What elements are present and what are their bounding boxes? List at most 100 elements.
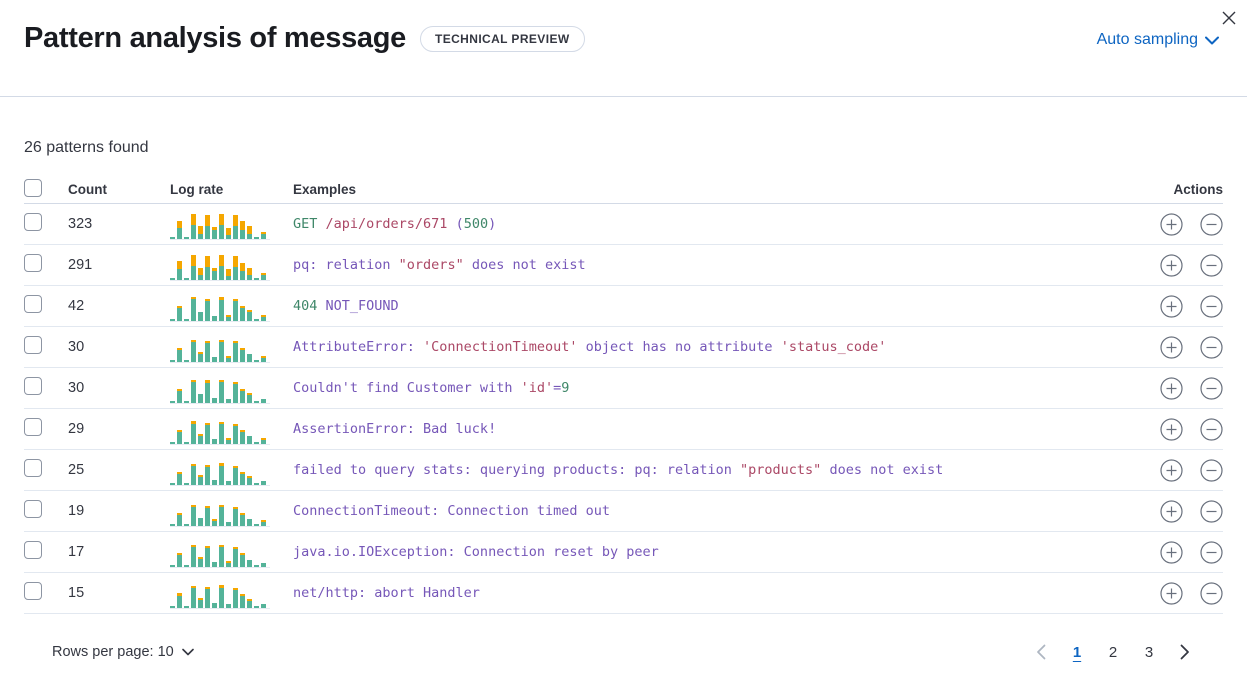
column-header-count: Count	[68, 181, 107, 197]
filter-out-pattern-button[interactable]	[1199, 253, 1223, 277]
log-rate-chart	[170, 496, 270, 527]
plus-circle-icon	[1159, 294, 1183, 318]
rows-per-page-label: Rows per page: 10	[52, 644, 174, 660]
plus-circle-icon	[1159, 499, 1183, 523]
example-text: pq: relation "orders" does not exist	[293, 257, 586, 273]
table-row: 30 Couldn't find Customer with 'id'=9	[24, 368, 1223, 409]
filter-in-pattern-button[interactable]	[1159, 458, 1183, 482]
filter-out-pattern-button[interactable]	[1199, 212, 1223, 236]
log-rate-chart	[170, 578, 270, 609]
log-rate-chart	[170, 209, 270, 240]
filter-in-pattern-button[interactable]	[1159, 540, 1183, 564]
table-row: 25 failed to query stats: querying produ…	[24, 450, 1223, 491]
rows-per-page-selector[interactable]: Rows per page: 10	[52, 644, 194, 660]
table-row: 30 AttributeError: 'ConnectionTimeout' o…	[24, 327, 1223, 368]
column-header-log-rate: Log rate	[170, 181, 224, 197]
filter-out-pattern-button[interactable]	[1199, 335, 1223, 359]
row-checkbox[interactable]	[24, 335, 42, 354]
row-checkbox[interactable]	[24, 417, 42, 436]
minus-circle-icon	[1199, 335, 1223, 359]
example-text: java.io.IOException: Connection reset by…	[293, 544, 659, 560]
close-icon[interactable]	[1215, 4, 1243, 32]
minus-circle-icon	[1199, 581, 1223, 605]
plus-circle-icon	[1159, 540, 1183, 564]
example-text: 404 NOT_FOUND	[293, 298, 399, 314]
sampling-dropdown[interactable]: Auto sampling	[1097, 31, 1219, 49]
previous-page-button[interactable]	[1027, 638, 1055, 666]
patterns-found-summary: 26 patterns found	[24, 139, 149, 156]
row-checkbox[interactable]	[24, 376, 42, 395]
plus-circle-icon	[1159, 417, 1183, 441]
example-text: Couldn't find Customer with 'id'=9	[293, 380, 570, 396]
flyout-body: 26 patterns found Count Log rate Example…	[0, 139, 1247, 666]
page-title: Pattern analysis of message	[24, 22, 406, 54]
plus-circle-icon	[1159, 581, 1183, 605]
filter-in-pattern-button[interactable]	[1159, 212, 1183, 236]
table-header-row: Count Log rate Examples Actions	[24, 175, 1223, 204]
minus-circle-icon	[1199, 253, 1223, 277]
filter-in-pattern-button[interactable]	[1159, 253, 1183, 277]
row-checkbox[interactable]	[24, 581, 42, 600]
count-value: 291	[68, 257, 93, 273]
next-page-button[interactable]	[1171, 638, 1199, 666]
filter-out-pattern-button[interactable]	[1199, 458, 1223, 482]
filter-out-pattern-button[interactable]	[1199, 499, 1223, 523]
filter-out-pattern-button[interactable]	[1199, 294, 1223, 318]
filter-in-pattern-button[interactable]	[1159, 294, 1183, 318]
filter-in-pattern-button[interactable]	[1159, 335, 1183, 359]
example-text: AttributeError: 'ConnectionTimeout' obje…	[293, 339, 887, 355]
plus-circle-icon	[1159, 376, 1183, 400]
filter-in-pattern-button[interactable]	[1159, 417, 1183, 441]
chevron-right-icon	[1180, 644, 1189, 660]
chevron-left-icon	[1037, 644, 1046, 660]
page-button-1[interactable]: 1	[1063, 638, 1091, 666]
table-row: 29 AssertionError: Bad luck!	[24, 409, 1223, 450]
log-rate-chart	[170, 537, 270, 568]
log-rate-chart	[170, 250, 270, 281]
row-checkbox[interactable]	[24, 458, 42, 477]
minus-circle-icon	[1199, 458, 1223, 482]
filter-in-pattern-button[interactable]	[1159, 581, 1183, 605]
filter-out-pattern-button[interactable]	[1199, 581, 1223, 605]
filter-out-pattern-button[interactable]	[1199, 540, 1223, 564]
page-button-2[interactable]: 2	[1099, 638, 1127, 666]
count-value: 30	[68, 339, 85, 355]
example-text: ConnectionTimeout: Connection timed out	[293, 503, 610, 519]
chevron-down-icon	[1205, 36, 1219, 44]
log-rate-chart	[170, 332, 270, 363]
count-value: 19	[68, 503, 85, 519]
count-value: 17	[68, 544, 85, 560]
row-checkbox[interactable]	[24, 294, 42, 313]
filter-out-pattern-button[interactable]	[1199, 417, 1223, 441]
row-checkbox[interactable]	[24, 540, 42, 559]
minus-circle-icon	[1199, 294, 1223, 318]
page-button-3[interactable]: 3	[1135, 638, 1163, 666]
sampling-dropdown-label: Auto sampling	[1096, 31, 1198, 48]
row-checkbox[interactable]	[24, 499, 42, 518]
minus-circle-icon	[1199, 499, 1223, 523]
technical-preview-badge: TECHNICAL PREVIEW	[419, 25, 585, 52]
pattern-table-body: 323 GET /api/orders/671 (500) 291 pq: re…	[24, 204, 1223, 614]
column-header-examples: Examples	[293, 181, 357, 197]
flyout-header: Pattern analysis of message TECHNICAL PR…	[0, 0, 1247, 97]
minus-circle-icon	[1199, 417, 1223, 441]
log-rate-chart	[170, 291, 270, 322]
filter-out-pattern-button[interactable]	[1199, 376, 1223, 400]
filter-in-pattern-button[interactable]	[1159, 499, 1183, 523]
row-checkbox[interactable]	[24, 253, 42, 272]
plus-circle-icon	[1159, 458, 1183, 482]
example-text: net/http: abort Handler	[293, 585, 480, 601]
count-value: 42	[68, 298, 85, 314]
count-value: 30	[68, 380, 85, 396]
count-value: 29	[68, 421, 85, 437]
select-all-checkbox[interactable]	[24, 178, 42, 197]
count-value: 323	[68, 216, 93, 232]
filter-in-pattern-button[interactable]	[1159, 376, 1183, 400]
table-row: 323 GET /api/orders/671 (500)	[24, 204, 1223, 245]
table-row: 15 net/http: abort Handler	[24, 573, 1223, 614]
row-checkbox[interactable]	[24, 212, 42, 231]
